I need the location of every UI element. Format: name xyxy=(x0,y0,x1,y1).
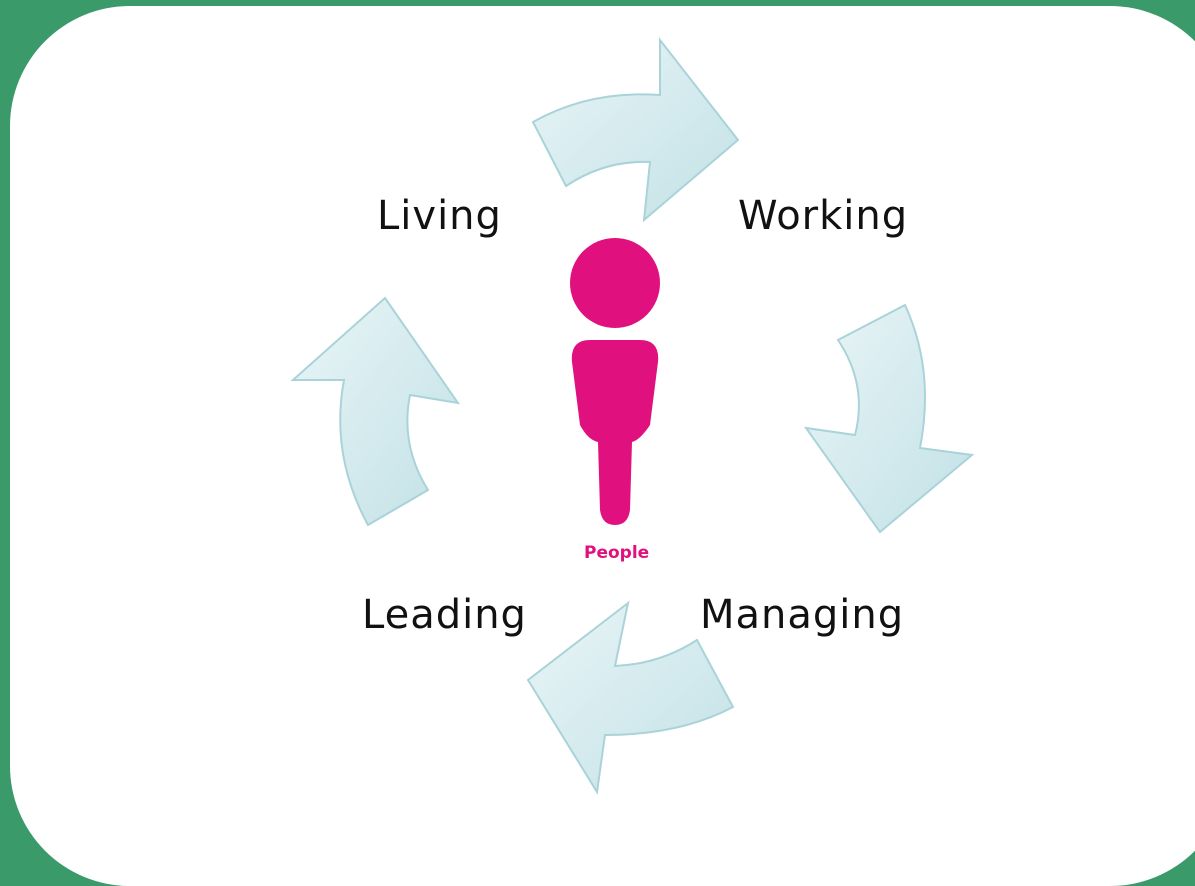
arrow-left-icon xyxy=(290,296,461,527)
person-body xyxy=(571,340,659,525)
stage-label-leading: Leading xyxy=(362,592,527,638)
arrow-top-icon xyxy=(531,37,740,223)
cycle-diagram xyxy=(290,37,975,795)
arrow-bottom-icon xyxy=(526,600,735,795)
person-head xyxy=(570,238,660,328)
arrow-right-icon xyxy=(803,303,975,534)
stage-label-living: Living xyxy=(377,193,502,239)
stage-label-managing: Managing xyxy=(700,592,905,638)
person-icon xyxy=(570,238,660,525)
stage-label-working: Working xyxy=(738,193,909,239)
slide: Living Working Leading Managing People xyxy=(10,6,1195,886)
people-caption: People xyxy=(584,543,650,563)
